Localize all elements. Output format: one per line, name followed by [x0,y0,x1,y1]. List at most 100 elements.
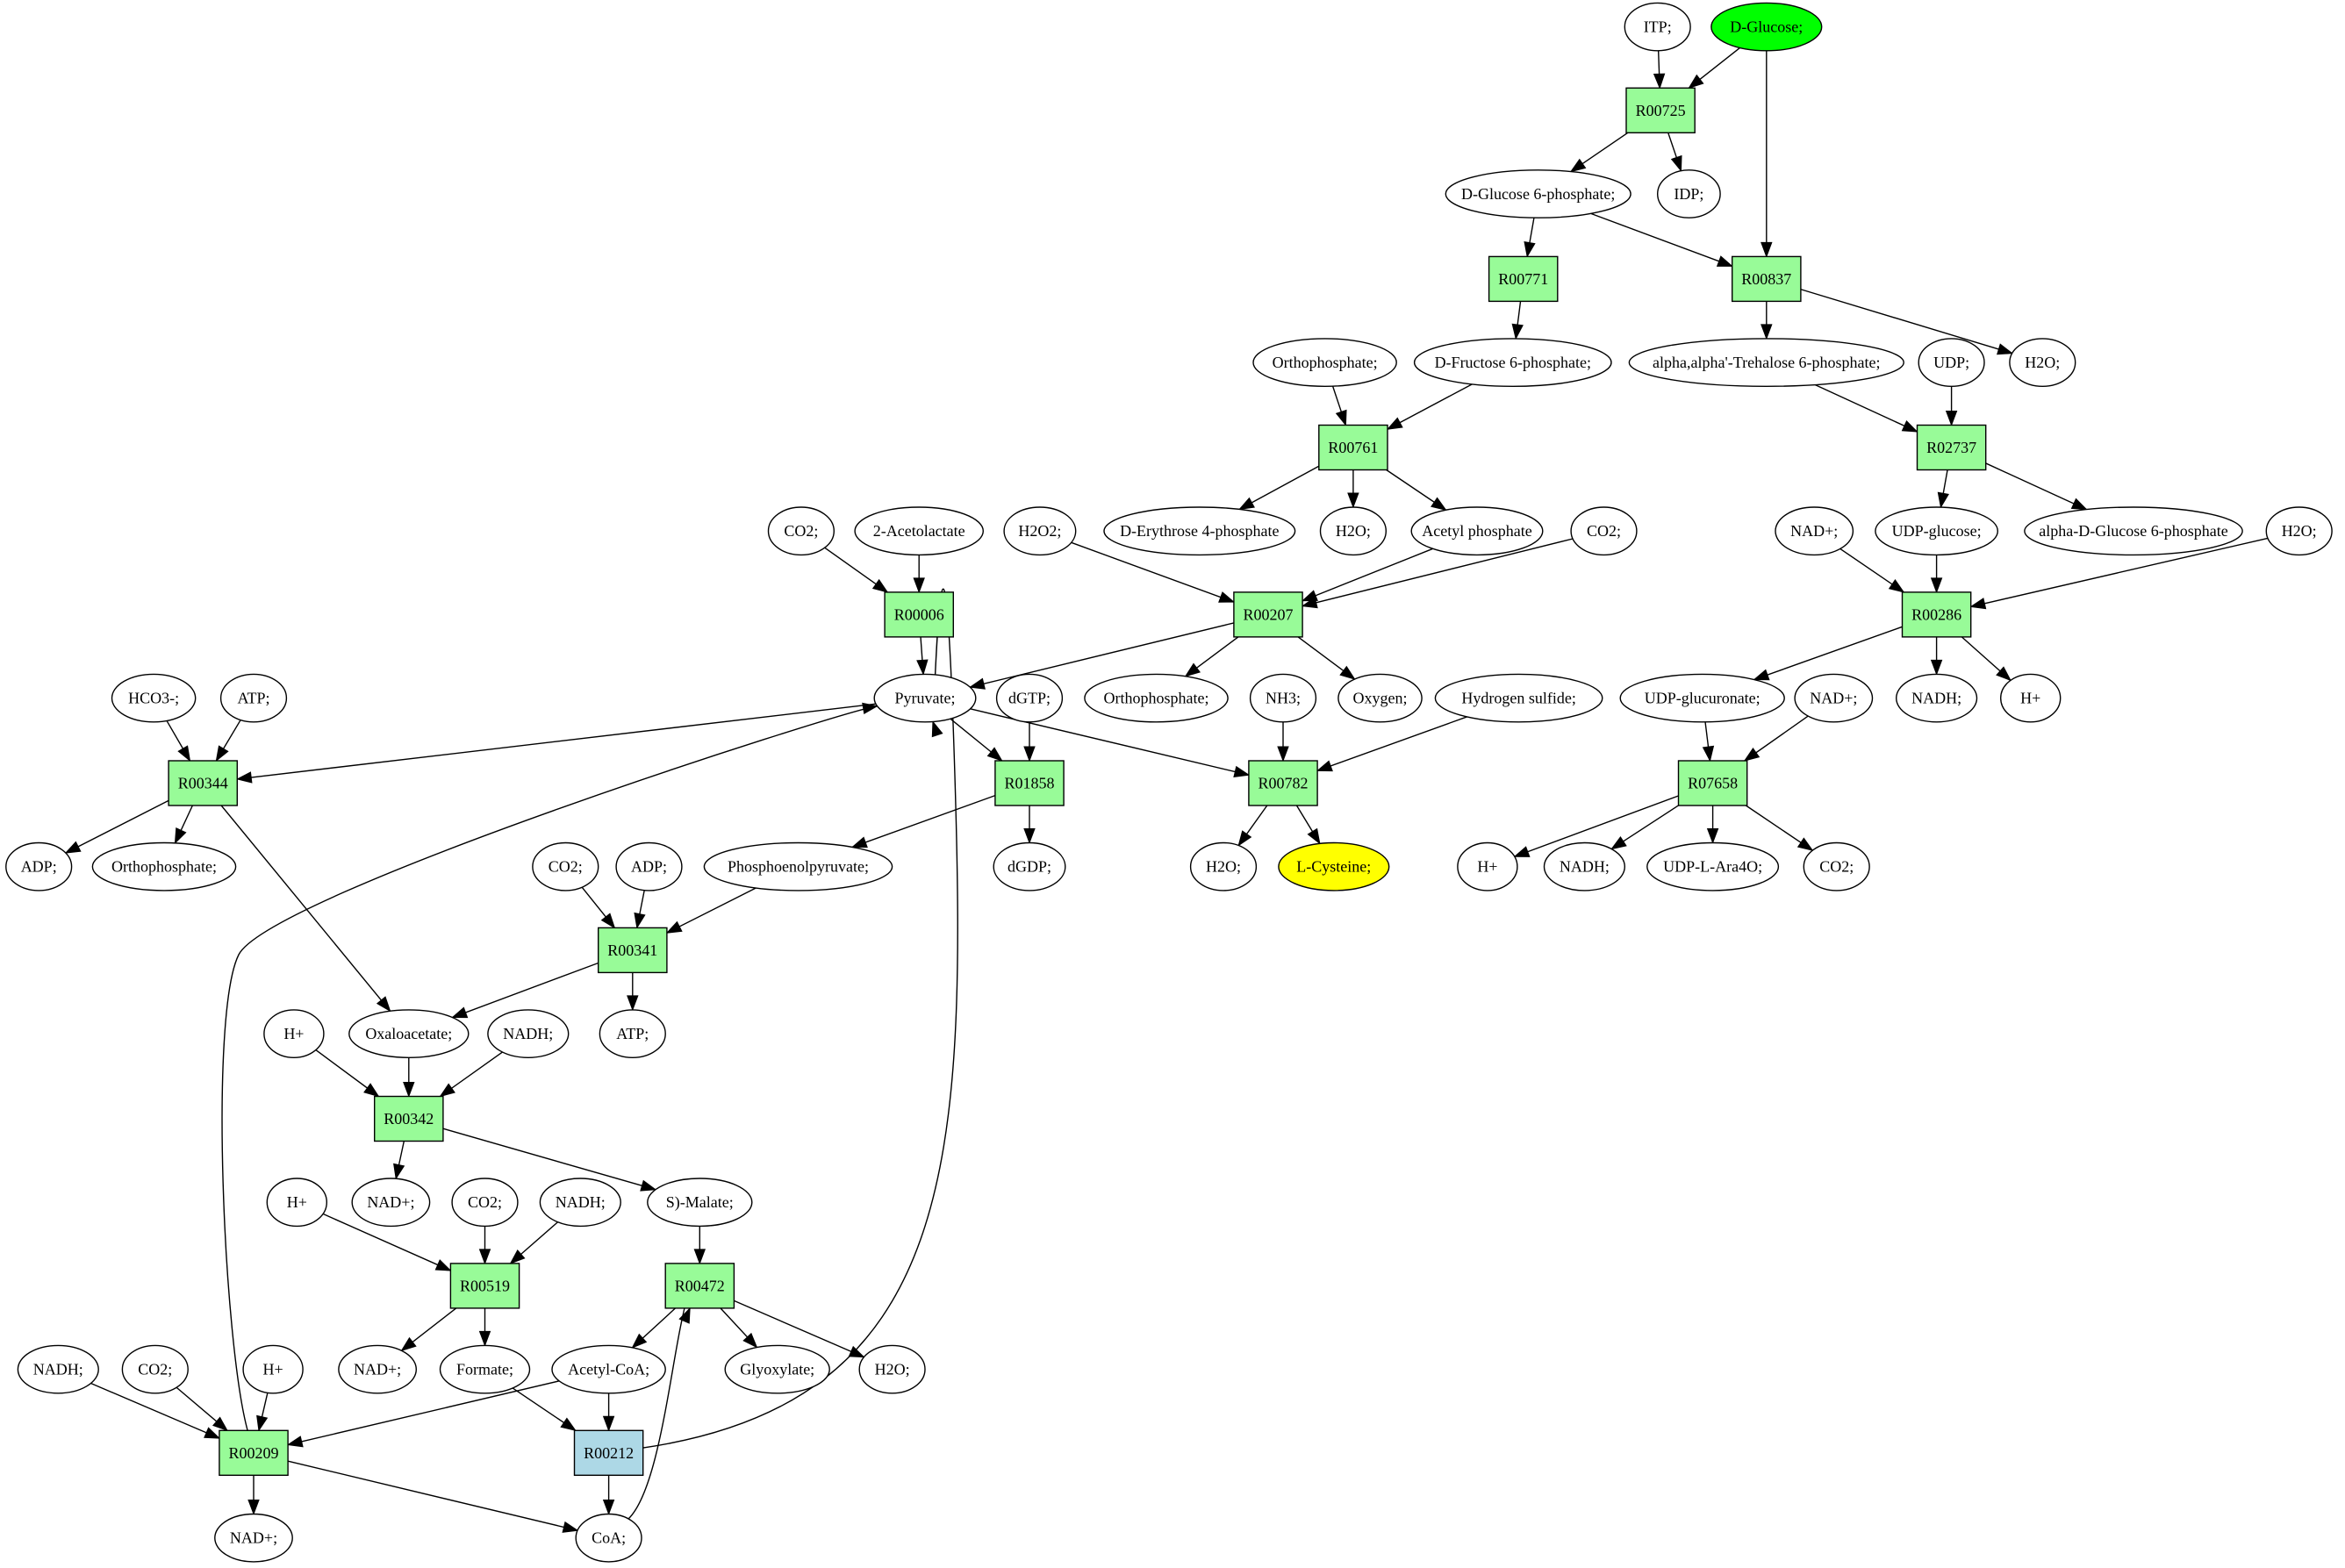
compound-node-dglucose[interactable]: D-Glucose; [1710,2,1823,52]
compound-node-orthop2[interactable]: Orthophosphate; [1084,673,1229,723]
compound-node-h2o-c[interactable]: H2O; [2265,506,2333,556]
compound-node-adp-a[interactable]: ADP; [5,841,73,891]
node-label: Acetyl phosphate [1422,522,1531,540]
reaction-node-r00472[interactable]: R00472 [664,1263,735,1309]
arrowhead [1901,420,1918,433]
compound-node-h2s[interactable]: Hydrogen sulfide; [1434,673,1603,723]
reaction-node-r00341[interactable]: R00341 [598,927,668,974]
compound-node-e4p[interactable]: D-Erythrose 4-phosphate [1103,506,1296,556]
compound-node-formate[interactable]: Formate; [439,1344,531,1394]
compound-node-h-b[interactable]: H+ [1457,841,1518,891]
compound-node-idp[interactable]: IDP; [1657,169,1721,218]
compound-node-glyoxylate[interactable]: Glyoxylate; [724,1344,830,1394]
compound-node-nadp-c[interactable]: NAD+; [351,1178,431,1228]
compound-node-dgdp[interactable]: dGDP; [993,841,1066,891]
reaction-node-r00207[interactable]: R00207 [1233,591,1303,638]
edge-line [221,705,878,1431]
reaction-node-r00286[interactable]: R00286 [1901,591,1972,638]
compound-node-udp[interactable]: UDP; [1918,338,1985,387]
compound-node-oxygen[interactable]: Oxygen; [1337,673,1423,723]
reaction-node-r00212[interactable]: R00212 [573,1429,644,1477]
compound-node-orthop3[interactable]: Orthophosphate; [91,841,237,891]
compound-node-atp-b[interactable]: ATP; [599,1009,666,1059]
reaction-node-r00725[interactable]: R00725 [1625,87,1696,134]
compound-node-nadh-b[interactable]: NADH; [1543,841,1626,891]
compound-node-h2o-d[interactable]: H2O; [1189,841,1258,891]
compound-node-nadp-d[interactable]: NAD+; [338,1344,417,1394]
compound-node-nadp-e[interactable]: NAD+; [214,1513,293,1563]
reaction-node-r00761[interactable]: R00761 [1318,424,1388,471]
compound-node-co2-b[interactable]: CO2; [1570,506,1638,556]
edge-h_c-to-r00342 [315,1049,380,1098]
compound-node-acetylp[interactable]: Acetyl phosphate [1410,506,1544,556]
reaction-node-r00342[interactable]: R00342 [374,1095,444,1142]
reaction-node-r00344[interactable]: R00344 [168,760,239,806]
arrowhead [1653,73,1666,89]
compound-node-h-a[interactable]: H+ [1999,673,2062,723]
compound-ellipse [91,841,237,891]
compound-node-pyruvate[interactable]: Pyruvate; [873,673,977,723]
compound-node-itp[interactable]: ITP; [1624,2,1691,52]
node-label: NAD+; [1790,522,1838,540]
edge-atp_a-to-r00344 [215,720,241,763]
compound-node-nadh-e[interactable]: NADH; [17,1344,99,1394]
compound-node-co2-e[interactable]: CO2; [451,1178,519,1228]
reaction-node-r01858[interactable]: R01858 [994,760,1065,806]
compound-node-g6p[interactable]: D-Glucose 6-phosphate; [1445,169,1631,218]
node-label: CoA; [592,1529,626,1547]
compound-node-adp-b[interactable]: ADP; [615,841,683,891]
compound-node-co2-d[interactable]: CO2; [1803,841,1870,891]
arrowhead [631,1333,648,1349]
compound-node-udpglc[interactable]: UDP-glucose; [1875,506,1999,556]
compound-node-hco3[interactable]: HCO3-; [111,673,197,723]
compound-node-acetolactate[interactable]: 2-Acetolactate [854,506,984,556]
arrowhead [913,577,925,594]
arrowhead [1937,491,1949,509]
compound-node-f6p[interactable]: D-Fructose 6-phosphate; [1413,338,1612,387]
compound-node-udpglca[interactable]: UDP-glucuronate; [1619,673,1785,723]
reaction-node-r00771[interactable]: R00771 [1488,255,1559,303]
compound-node-orthop1[interactable]: Orthophosphate; [1252,338,1397,387]
reaction-node-r00837[interactable]: R00837 [1731,255,1802,303]
reaction-node-r00209[interactable]: R00209 [219,1429,289,1477]
compound-node-nadh-a[interactable]: NADH; [1896,673,1978,723]
compound-node-acetylcoa[interactable]: Acetyl-CoA; [551,1344,666,1394]
compound-node-dgtp[interactable]: dGTP; [995,673,1064,723]
compound-node-co2-f[interactable]: CO2; [121,1344,189,1394]
compound-node-atp-a[interactable]: ATP; [219,673,288,723]
compound-node-h-d[interactable]: H+ [266,1178,327,1228]
compound-node-co2-a[interactable]: CO2; [767,506,835,556]
reaction-node-r07658[interactable]: R07658 [1677,760,1748,806]
compound-node-h2o2[interactable]: H2O2; [1003,506,1077,556]
compound-node-nadh-d[interactable]: NADH; [539,1178,621,1228]
compound-node-udpara[interactable]: UDP-L-Ara4O; [1646,841,1780,891]
reaction-node-r02737[interactable]: R02737 [1916,424,1987,471]
compound-node-ag6p[interactable]: alpha-D-Glucose 6-phosphate [2024,506,2243,556]
compound-node-h2o-a[interactable]: H2O; [2009,338,2076,387]
compound-ellipse [599,1009,666,1059]
compound-node-h-c[interactable]: H+ [263,1009,325,1059]
compound-node-h-e[interactable]: H+ [242,1344,304,1394]
compound-node-tre6p[interactable]: alpha,alpha'-Trehalose 6-phosphate; [1628,338,1904,387]
reaction-node-r00006[interactable]: R00006 [884,591,954,638]
compound-node-nadp-a[interactable]: NAD+; [1775,506,1854,556]
compound-ellipse [854,506,984,556]
reaction-node-r00782[interactable]: R00782 [1248,760,1318,806]
compound-node-lcys[interactable]: L-Cysteine; [1278,841,1390,891]
reaction-node-r00519[interactable]: R00519 [449,1263,520,1309]
compound-node-h2o-b[interactable]: H2O; [1319,506,1388,556]
node-label: NAD+; [354,1361,401,1378]
compound-node-coa[interactable]: CoA; [575,1513,642,1563]
compound-node-malate[interactable]: S)-Malate; [647,1178,753,1228]
edge-r00344-to-oaa [220,805,391,1013]
compound-node-nh3[interactable]: NH3; [1249,673,1317,723]
compound-node-oaa[interactable]: Oxaloacetate; [348,1009,470,1059]
compound-node-nadh-c[interactable]: NADH; [487,1009,570,1059]
compound-node-co2-c[interactable]: CO2; [532,841,599,891]
compound-node-h2o-e[interactable]: H2O; [858,1344,926,1394]
compound-node-nadp-b[interactable]: NAD+; [1794,673,1874,723]
compound-node-pep[interactable]: Phosphoenolpyruvate; [703,841,893,891]
compound-ellipse [1434,673,1603,723]
node-label: H+ [283,1025,304,1042]
arrowhead [1386,417,1403,430]
